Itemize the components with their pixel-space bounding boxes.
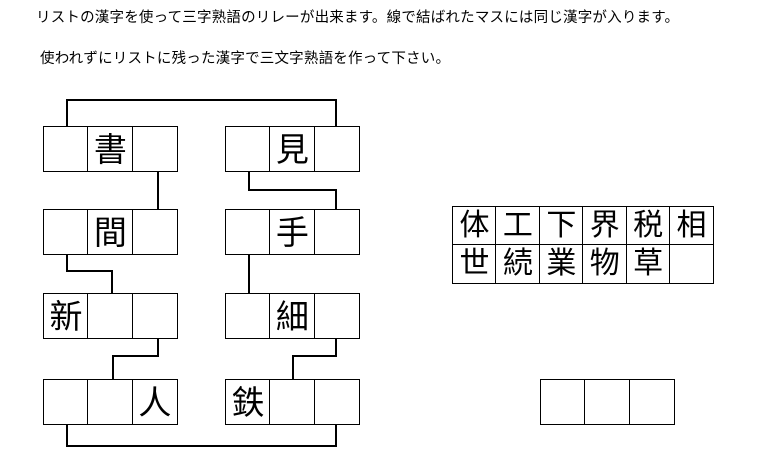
puzzle-cell[interactable]: [225, 293, 271, 339]
kanji-list-cell[interactable]: 工: [495, 206, 541, 246]
kanji-list-cell[interactable]: [669, 244, 715, 285]
kanji-list-cell[interactable]: 税: [625, 206, 671, 246]
left-row-4: 人: [43, 379, 178, 425]
connector-bottom-right-stem: [335, 422, 338, 447]
kanji-list-cell[interactable]: 体: [452, 206, 497, 246]
puzzle-cell[interactable]: [313, 209, 360, 255]
puzzle-cell[interactable]: 細: [269, 293, 316, 339]
puzzle-cell[interactable]: [43, 126, 89, 172]
connector-right-r4c2-stem: [292, 355, 295, 380]
answer-cell[interactable]: [540, 379, 586, 425]
connector-left-r3c2-stem: [111, 270, 114, 294]
answer-cell[interactable]: [628, 379, 675, 425]
connector-right-r2c1-to-r3c1: [248, 252, 251, 294]
answer-cell[interactable]: [584, 379, 631, 425]
connector-top-left-stem: [66, 99, 69, 127]
connector-right-r3c3-bridge: [292, 355, 337, 358]
puzzle-cell[interactable]: 手: [269, 209, 316, 255]
right-row-4: 鉄: [225, 379, 360, 425]
kanji-list-cell[interactable]: 下: [538, 206, 584, 246]
puzzle-cell[interactable]: [43, 379, 89, 425]
connector-right-r2c3-stem: [335, 189, 338, 210]
puzzle-cell[interactable]: [313, 379, 360, 425]
connector-right-r3c3-stem: [335, 336, 338, 357]
kanji-list-cell[interactable]: 続: [495, 244, 541, 285]
kanji-list-cell[interactable]: 界: [582, 206, 628, 246]
connector-left-r2c1-stem: [66, 252, 69, 272]
connector-left-r3c3-stem: [157, 336, 160, 357]
right-row-2: 手: [225, 209, 360, 255]
instruction-line-1: リストの漢字を使って三字熟語のリレーが出来ます。線で結ばれたマスには同じ漢字が入…: [36, 10, 680, 26]
connector-left-r1c3-to-r2c3: [157, 171, 160, 210]
kanji-list-cell[interactable]: 草: [625, 244, 671, 285]
connector-bottom-left-stem: [66, 422, 69, 447]
left-row-2: 間: [43, 209, 178, 255]
puzzle-cell[interactable]: 人: [131, 379, 178, 425]
connector-left-r4c2-stem: [112, 355, 115, 380]
kanji-list-cell[interactable]: 業: [538, 244, 584, 285]
puzzle-cell[interactable]: [313, 126, 360, 172]
connector-bottom-bridge: [66, 445, 337, 448]
kanji-list-cell[interactable]: 相: [669, 206, 715, 246]
connector-left-r3c3-bridge: [112, 355, 159, 358]
kanji-list-cell[interactable]: 物: [582, 244, 628, 285]
connector-top-right-stem: [335, 99, 338, 127]
puzzle-cell[interactable]: [225, 209, 271, 255]
puzzle-cell[interactable]: [131, 126, 178, 172]
puzzle-cell[interactable]: 鉄: [225, 379, 271, 425]
kanji-list-row-1: 体 工 下 界 税 相: [452, 206, 715, 246]
instruction-line-2: 使われずにリストに残った漢字で三文字熟語を作って下さい。: [40, 51, 451, 68]
kanji-list-cell[interactable]: 世: [452, 244, 497, 285]
left-row-3: 新: [43, 293, 178, 339]
puzzle-cell[interactable]: [87, 293, 134, 339]
puzzle-cell[interactable]: 書: [87, 126, 134, 172]
puzzle-cell[interactable]: [131, 209, 178, 255]
right-row-3: 細: [225, 293, 360, 339]
right-row-1: 見: [225, 126, 360, 172]
puzzle-cell[interactable]: 見: [269, 126, 316, 172]
left-row-1: 書: [43, 126, 178, 172]
kanji-list-row-2: 世 続 業 物 草: [452, 244, 715, 285]
connector-left-r2c1-bridge: [66, 270, 113, 273]
puzzle-cell[interactable]: 間: [87, 209, 134, 255]
puzzle-cell[interactable]: [131, 293, 178, 339]
instruction-block: リストの漢字を使って三字熟語のリレーが出来ます。線で結ばれたマスには同じ漢字が入…: [36, 8, 751, 70]
puzzle-cell[interactable]: [87, 379, 134, 425]
answer-box: [540, 379, 675, 425]
connector-right-r1c1-stem: [248, 171, 251, 191]
puzzle-cell[interactable]: [43, 209, 89, 255]
puzzle-cell[interactable]: [269, 379, 316, 425]
kanji-list-box: 体 工 下 界 税 相 世 続 業 物 草: [452, 206, 715, 285]
puzzle-cell[interactable]: [313, 293, 360, 339]
puzzle-cell[interactable]: [225, 126, 271, 172]
connector-top-bridge: [66, 99, 337, 102]
connector-right-r1c1-bridge: [248, 189, 337, 192]
puzzle-cell[interactable]: 新: [43, 293, 89, 339]
